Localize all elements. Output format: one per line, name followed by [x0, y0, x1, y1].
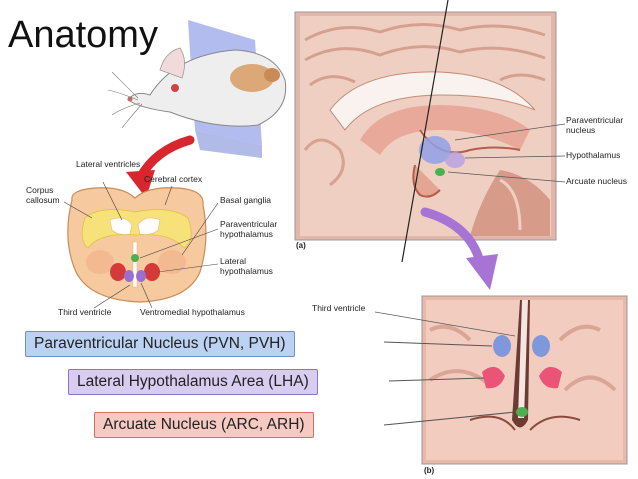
- page-title: Anatomy: [8, 14, 158, 56]
- label-hypothalamus: Hypothalamus: [566, 150, 621, 160]
- lha-left-b: [482, 366, 505, 389]
- rat-eye: [171, 84, 179, 92]
- label-basal-ganglia: Basal ganglia: [220, 195, 272, 205]
- label-pvh: Paraventricular hypothalamus: [220, 219, 278, 239]
- pvh-dot: [131, 254, 139, 262]
- arcuate-marker: [435, 168, 445, 176]
- lha-right-b: [539, 366, 562, 389]
- pvn-left-b: [493, 335, 511, 357]
- lateral-ventricle-left: [109, 217, 133, 235]
- label-cerebral-cortex: Cerebral cortex: [144, 174, 203, 184]
- pvn-sagittal-marker: [419, 136, 451, 164]
- purple-arrow: [420, 207, 498, 290]
- basal-ganglia-left: [86, 250, 114, 274]
- rat-whiskers: [107, 71, 143, 129]
- basal-ganglia-right: [158, 250, 186, 274]
- coronal-section: [63, 181, 219, 309]
- label-lateral-ventricles: Lateral ventricles: [76, 159, 141, 169]
- label-vmh: Ventromedial hypothalamus: [140, 307, 245, 317]
- section-line: [401, 0, 449, 263]
- label-corpus-callosum: Corpus callosum: [26, 185, 60, 205]
- callout-pvn: Paraventricular Nucleus (PVN, PVH): [25, 331, 295, 357]
- label-third-ventricle-human: Third ventricle: [312, 303, 366, 313]
- vmh-right: [136, 270, 146, 282]
- lateral-ventricle-right: [137, 217, 161, 235]
- thalamus-region: [360, 105, 530, 155]
- arc-b: [516, 407, 528, 417]
- rat-head-illustration: [107, 20, 287, 158]
- callout-lha: Lateral Hypothalamus Area (LHA): [68, 369, 318, 395]
- label-lh: Lateral hypothalamus: [220, 256, 273, 276]
- vmh-left: [124, 270, 134, 282]
- label-panel-b: (b): [424, 466, 435, 475]
- rat-nose: [127, 96, 133, 102]
- label-pvn-sagittal: Paraventricular nucleus: [566, 115, 624, 135]
- label-arcuate-sagittal: Arcuate nucleus: [566, 176, 627, 186]
- callout-connectors: [383, 341, 517, 426]
- hypothalamus-marker: [445, 152, 465, 168]
- brainstem: [470, 170, 550, 236]
- lh-right: [144, 263, 160, 281]
- human-coronal-panel: [374, 295, 628, 465]
- corpus-callosum-shape: [81, 209, 192, 249]
- label-third-ventricle-rat: Third ventricle: [58, 307, 112, 317]
- callout-arc: Arcuate Nucleus (ARC, ARH): [94, 412, 314, 438]
- rat-cerebellum: [264, 68, 280, 82]
- label-panel-a: (a): [296, 241, 306, 250]
- lh-left: [110, 263, 126, 281]
- third-ventricle-shape: [132, 241, 138, 288]
- sagittal-panel: [294, 0, 566, 263]
- pvn-right-b: [532, 335, 550, 357]
- corpus-callosum-sagittal: [329, 71, 536, 131]
- rat-ear: [159, 47, 185, 79]
- rat-brain: [230, 64, 274, 92]
